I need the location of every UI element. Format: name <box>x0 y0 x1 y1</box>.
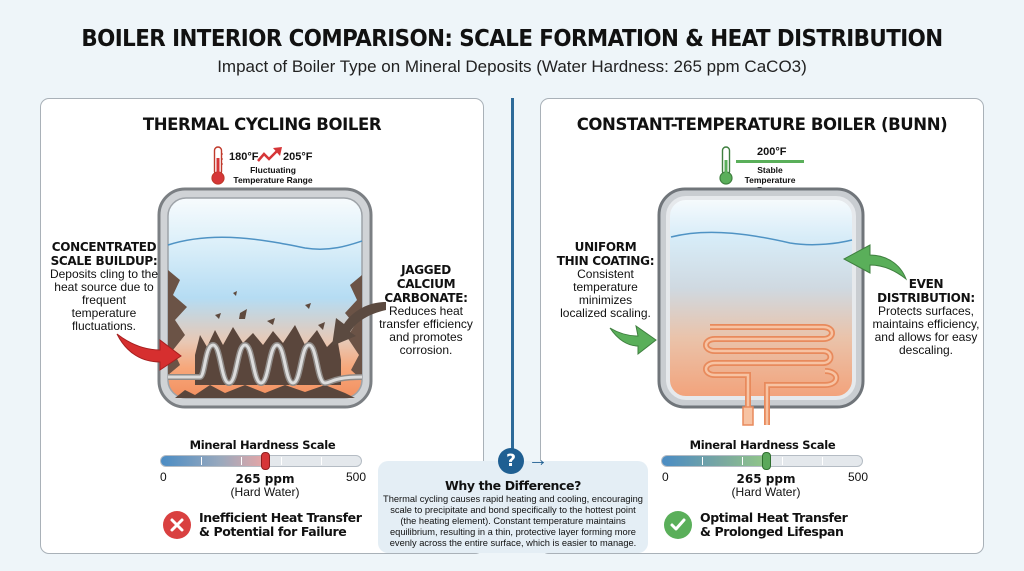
right-arrow-icon: → <box>528 449 548 471</box>
temp-range-label: Fluctuating Temperature Range <box>228 165 318 185</box>
result-line2: & Prolonged Lifespan <box>700 524 844 539</box>
callout-jagged-calcium: JAGGED CALCIUM CARBONATE: Reduces heat t… <box>376 263 476 357</box>
hardness-marker <box>261 452 270 470</box>
callout-uniform-coating: UNIFORM THIN COATING: Consistent tempera… <box>553 240 658 320</box>
callout-heading: EVEN <box>908 277 944 291</box>
temp-label-line1: Stable Temperature <box>744 165 796 185</box>
hardness-scale-label: Mineral Hardness Scale <box>689 438 836 452</box>
scale-min: 0 <box>662 470 669 484</box>
hardness-note: (Hard Water) <box>731 485 801 499</box>
green-arrow-left-icon <box>609 324 657 356</box>
temp-high: 205°F <box>283 151 313 163</box>
callout-heading: DISTRIBUTION: <box>877 291 975 305</box>
why-explanation: Thermal cycling causes rapid heating and… <box>382 494 644 549</box>
page-title: BOILER INTERIOR COMPARISON: SCALE FORMAT… <box>81 26 943 52</box>
result-text: Optimal Heat Transfer & Prolonged Lifesp… <box>700 510 848 539</box>
callout-body: localized scaling. <box>560 306 651 320</box>
callout-heading: SCALE BUILDUP: <box>50 254 158 268</box>
hardness-value: 265 ppm (Hard Water) <box>215 473 315 499</box>
red-arrow-icon <box>116 333 182 371</box>
callout-body: fluctuations. <box>71 319 137 333</box>
green-arrow-right-icon <box>842 244 908 281</box>
page-subtitle: Impact of Boiler Type on Mineral Deposit… <box>217 57 807 76</box>
hardness-note: (Hard Water) <box>230 485 300 499</box>
x-circle-icon <box>163 511 191 539</box>
scale-max: 500 <box>346 470 367 484</box>
thermometer-green-icon <box>719 146 733 185</box>
callout-body: minimizes <box>578 293 633 307</box>
callout-body: maintains efficiency, <box>872 317 980 331</box>
panel-title: THERMAL CYCLING BOILER <box>142 115 382 134</box>
callout-heading: CARBONATE: <box>384 291 468 305</box>
gray-arrow-icon <box>332 302 386 346</box>
thermometer-red-icon <box>211 146 225 185</box>
why-difference-box: Why the Difference? Thermal cycling caus… <box>378 461 648 553</box>
result-text: Inefficient Heat Transfer & Potential fo… <box>199 510 362 539</box>
callout-heading: UNIFORM <box>574 240 637 254</box>
panel-title: CONSTANT-TEMPERATURE BOILER (BUNN) <box>576 115 948 134</box>
callout-heading: THIN COATING: <box>556 254 655 268</box>
callout-body: corrosion. <box>399 343 453 357</box>
hardness-scale-label: Mineral Hardness Scale <box>189 438 336 452</box>
temp-label-line2: Temperature Range <box>233 175 313 185</box>
callout-body: Protects surfaces, <box>877 304 975 318</box>
why-title: Why the Difference? <box>445 478 581 493</box>
why-line: (the heating element). Constant temperat… <box>400 516 626 526</box>
result-inefficient: Inefficient Heat Transfer & Potential fo… <box>163 510 362 539</box>
callout-heading: JAGGED <box>401 263 451 277</box>
callout-body: descaling. <box>898 343 954 357</box>
result-line1: Optimal Heat Transfer <box>700 510 848 525</box>
hardness-value-text: 265 ppm <box>235 472 295 486</box>
result-line2: & Potential for Failure <box>199 524 347 539</box>
center-divider <box>511 98 514 450</box>
callout-body: and promotes <box>389 330 463 344</box>
stable-temp-line <box>736 160 804 163</box>
hardness-value-text: 265 ppm <box>736 472 796 486</box>
check-circle-icon <box>664 511 692 539</box>
callout-body: and allows for easy <box>874 330 978 344</box>
hardness-value: 265 ppm (Hard Water) <box>716 473 816 499</box>
why-line: equilibrium, resulting in a thin, protec… <box>390 527 636 537</box>
callout-even-distribution: EVEN DISTRIBUTION: Protects surfaces, ma… <box>872 277 980 357</box>
callout-body: frequent <box>81 293 127 307</box>
result-optimal: Optimal Heat Transfer & Prolonged Lifesp… <box>664 510 848 539</box>
callout-heading: CONCENTRATED <box>51 240 157 254</box>
callout-body: heat source due to <box>54 280 154 294</box>
why-line: evenly across the entire surface, which … <box>389 538 637 548</box>
hardness-marker <box>762 452 771 470</box>
callout-body: temperature <box>71 306 137 320</box>
scale-min: 0 <box>160 470 167 484</box>
callout-body: Deposits cling to the <box>49 267 159 281</box>
temp-low: 180°F <box>229 151 259 163</box>
thermal-cycling-boiler-illustration <box>157 187 373 409</box>
callout-body: transfer efficiency <box>379 317 473 331</box>
why-line: Thermal cycling causes rapid heating and… <box>383 494 643 504</box>
scale-max: 500 <box>848 470 869 484</box>
callout-body: temperature <box>573 280 638 294</box>
temp-value: 200°F <box>757 146 787 158</box>
constant-temperature-boiler-illustration <box>657 187 865 426</box>
callout-body: Reduces heat <box>388 304 464 318</box>
question-icon: ? <box>498 448 524 474</box>
why-line: scale to precipitate and bond specifical… <box>390 505 636 515</box>
callout-heading: CALCIUM <box>396 277 456 291</box>
zigzag-up-arrow-icon <box>257 147 282 162</box>
callout-concentrated-scale: CONCENTRATED SCALE BUILDUP: Deposits cli… <box>44 240 164 333</box>
temp-label-line1: Fluctuating <box>250 165 296 175</box>
callout-body: Consistent <box>577 267 634 281</box>
result-line1: Inefficient Heat Transfer <box>199 510 362 525</box>
